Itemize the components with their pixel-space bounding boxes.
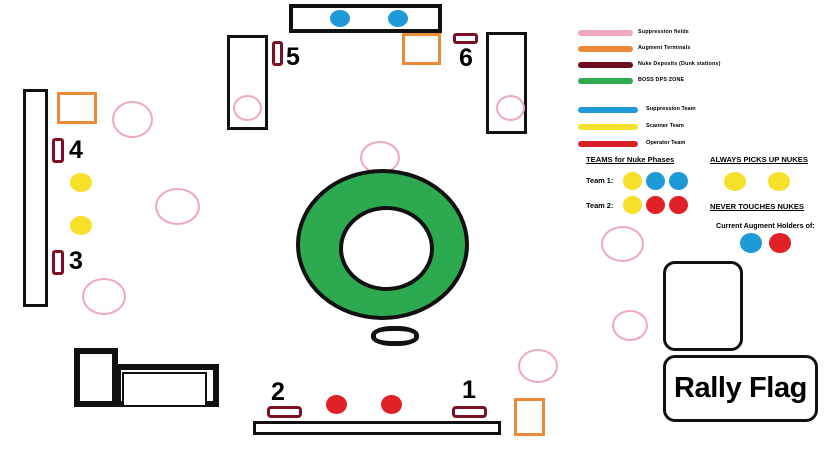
team-2-label: Team 2: xyxy=(586,201,614,210)
boss-dps-zone-inner xyxy=(339,206,434,291)
rally-flag-box: Rally Flag xyxy=(663,355,818,422)
augment-terminal xyxy=(514,398,545,436)
suppression-field xyxy=(233,95,262,121)
operator-position-dot xyxy=(326,395,347,414)
building-small xyxy=(74,348,118,407)
line-swatch-icon xyxy=(578,62,633,68)
legend-item: Suppression fields xyxy=(578,26,823,42)
team-2-member-dot xyxy=(646,196,665,214)
legend-item: BOSS DPS ZONE xyxy=(578,74,823,90)
rally-flag-label: Rally Flag xyxy=(674,372,807,404)
never-touches-nukes-title: NEVER TOUCHES NUKES xyxy=(710,202,804,211)
team-2-member-dot xyxy=(623,196,642,214)
scanner-position-dot xyxy=(70,173,92,192)
legend-label: Augment Terminals xyxy=(638,45,691,51)
suppression-field xyxy=(601,226,644,262)
augment-holder-dot xyxy=(740,233,762,253)
legend: Suppression fields Augment Terminals Nuk… xyxy=(578,26,823,90)
wall-bottom-long xyxy=(253,421,501,435)
map-marker-1: 1 xyxy=(462,376,476,404)
wall-top-center xyxy=(289,4,442,33)
team-1-member-dot xyxy=(623,172,642,190)
legend-label: Operator Team xyxy=(646,140,686,146)
legend-label: Suppression fields xyxy=(638,29,689,35)
augment-terminal xyxy=(402,33,441,65)
always-picks-nukes-dot xyxy=(768,172,790,191)
scanner-position-dot xyxy=(70,216,92,235)
nuke-deposit-5 xyxy=(272,41,283,66)
legend-label: BOSS DPS ZONE xyxy=(638,77,685,83)
augment-terminal xyxy=(57,92,97,124)
suppression-field xyxy=(112,101,153,138)
line-swatch-icon xyxy=(578,46,633,52)
operator-position-dot xyxy=(381,395,402,414)
map-marker-2: 2 xyxy=(271,378,285,406)
boss-dps-zone xyxy=(296,169,469,320)
legend-item: Suppression Team xyxy=(578,103,823,120)
line-swatch-icon xyxy=(578,107,638,113)
team-1-member-dot xyxy=(646,172,665,190)
augment-holder-dot xyxy=(769,233,791,253)
always-picks-nukes-dot xyxy=(724,172,746,191)
nuke-deposit-1 xyxy=(452,406,487,418)
line-swatch-icon xyxy=(578,30,633,36)
legend-teams: Suppression Team Scanner Team Operator T… xyxy=(578,103,823,154)
wall-left-long xyxy=(23,89,48,307)
legend-label: Scanner Team xyxy=(646,123,684,129)
augment-holders-label: Current Augment Holders of: xyxy=(716,221,815,230)
map-marker-3: 3 xyxy=(69,247,83,275)
suppression-field xyxy=(155,188,200,225)
map-marker-6: 6 xyxy=(459,44,473,72)
map-marker-4: 4 xyxy=(69,136,83,164)
suppression-field xyxy=(496,95,525,121)
nuke-deposit-3 xyxy=(52,250,64,275)
teams-panel-title: TEAMS for Nuke Phases xyxy=(586,155,675,164)
legend-item: Operator Team xyxy=(578,137,823,154)
blue-marker-dot xyxy=(388,10,408,27)
nuke-deposit-2 xyxy=(267,406,302,418)
legend-label: Suppression Team xyxy=(646,106,696,112)
legend-label: Nuke Deposits (Dunk stations) xyxy=(638,61,721,67)
rally-box xyxy=(663,261,743,351)
team-2-member-dot xyxy=(669,196,688,214)
line-swatch-icon xyxy=(578,141,638,147)
suppression-field xyxy=(82,278,126,315)
always-picks-nukes-title: ALWAYS PICKS UP NUKES xyxy=(710,155,808,164)
legend-item: Augment Terminals xyxy=(578,42,823,58)
team-1-member-dot xyxy=(669,172,688,190)
legend-item: Scanner Team xyxy=(578,120,823,137)
boss-platform xyxy=(371,326,419,346)
suppression-field xyxy=(518,349,558,383)
line-swatch-icon xyxy=(578,124,638,130)
map-marker-5: 5 xyxy=(286,43,300,71)
blue-marker-dot xyxy=(330,10,350,27)
team-1-label: Team 1: xyxy=(586,176,614,185)
nuke-deposit-6 xyxy=(453,33,478,44)
legend-item: Nuke Deposits (Dunk stations) xyxy=(578,58,823,74)
line-swatch-icon xyxy=(578,78,633,84)
building-inner xyxy=(122,372,207,407)
nuke-deposit-4 xyxy=(52,138,64,163)
suppression-field xyxy=(612,310,648,341)
